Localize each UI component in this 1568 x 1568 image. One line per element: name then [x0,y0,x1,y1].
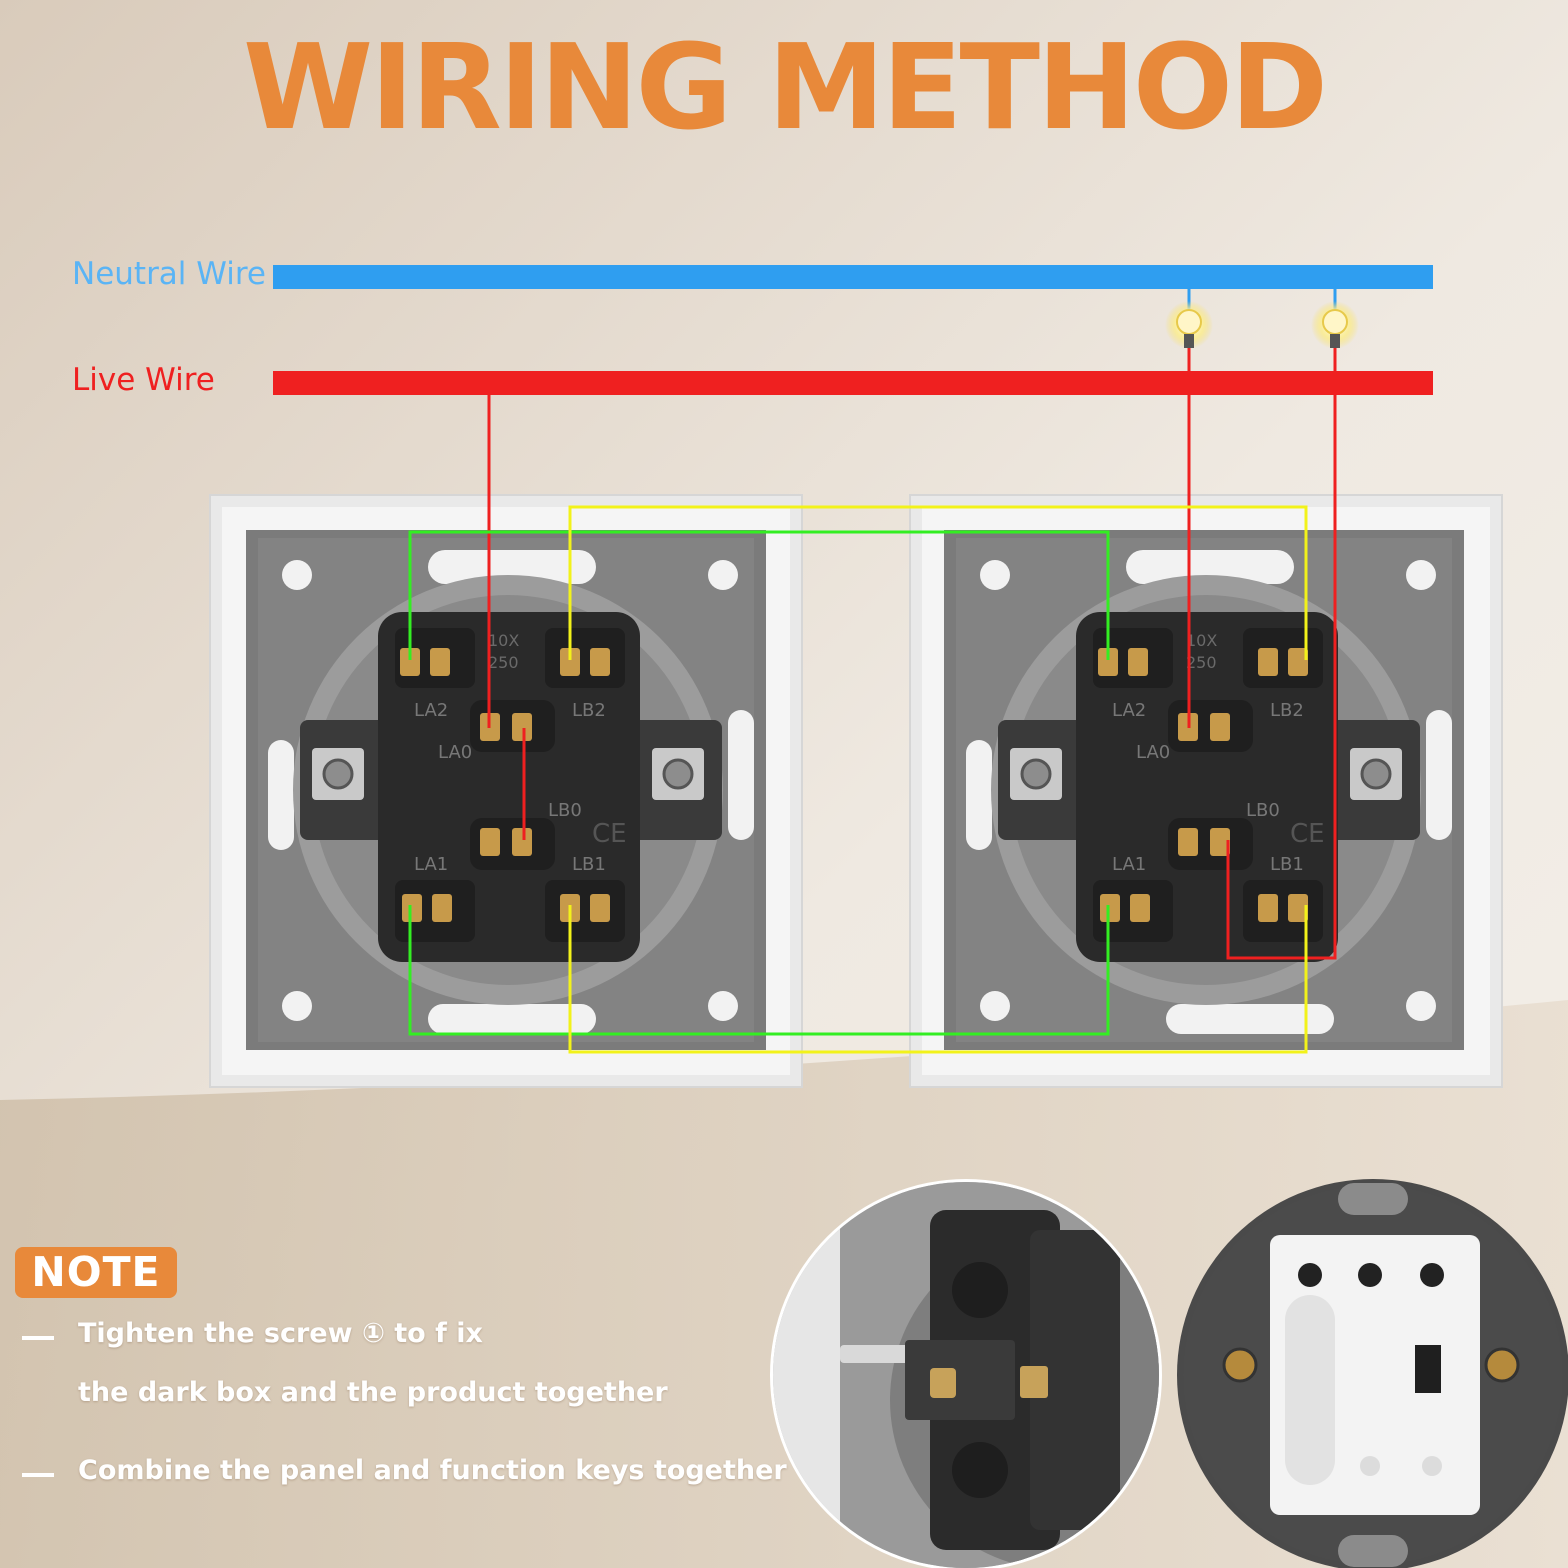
neutral-wire [273,265,1433,289]
bulb-right-icon [1311,301,1359,349]
neutral-wire-label: Neutral Wire [72,256,266,292]
green-wire-loop [408,530,1110,1036]
ce-mark: CE [592,819,627,849]
rating-mark-top: 10X [1186,631,1217,650]
terminal-label-lb2: LB2 [572,700,606,721]
red-wires [487,348,1337,960]
note-dash-1 [22,1336,54,1340]
bulb-left-icon [1165,301,1213,349]
note-dash-2 [22,1473,54,1477]
terminal-label-la0: LA0 [1136,742,1170,763]
detail-photo-socket [1177,1179,1568,1568]
switch-right: LA2 LB2 LA0 LB0 LA1 LB1 10X 250 CE [909,494,1503,1088]
terminal-label-lb0: LB0 [548,800,582,821]
ce-mark: CE [1290,819,1325,849]
note-line-2: the dark box and the product together [78,1377,668,1408]
terminal-label-la2: LA2 [1112,700,1146,721]
note-badge: NOTE [15,1247,177,1298]
terminal-label-la1: LA1 [1112,854,1146,875]
rating-mark-bottom: 250 [1186,653,1217,672]
terminal-label-lb1: LB1 [1270,854,1304,875]
terminal-label-lb1: LB1 [572,854,606,875]
rating-mark-top: 10X [488,631,519,650]
terminal-label-lb2: LB2 [1270,700,1304,721]
yellow-wire-loop [568,505,1308,1054]
live-wire-label: Live Wire [72,362,215,398]
rating-mark-bottom: 250 [488,653,519,672]
switch-left: LA2 LB2 LA0 LB0 LA1 LB1 10X 250 CE [209,494,803,1088]
note-line-1: Tighten the screw ① to f ix [78,1318,483,1349]
terminal-label-la0: LA0 [438,742,472,763]
page-title: WIRING METHOD [242,18,1328,156]
terminal-label-la1: LA1 [414,854,448,875]
terminal-label-la2: LA2 [414,700,448,721]
terminal-label-lb0: LB0 [1246,800,1280,821]
note-line-3: Combine the panel and function keys toge… [78,1455,787,1486]
floor-background [0,1000,1568,1568]
live-wire [273,371,1433,395]
